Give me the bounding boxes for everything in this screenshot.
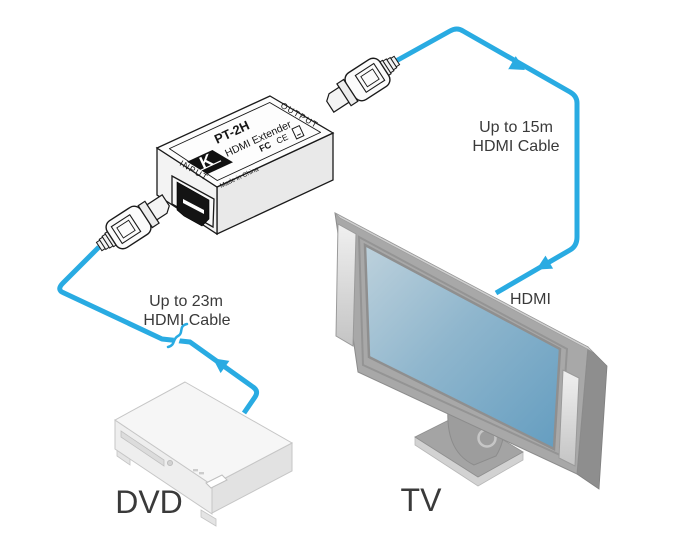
- input-hdmi-plug: [95, 194, 170, 252]
- kramer-logo-underline: [195, 160, 222, 174]
- dvd-control-mark: [193, 469, 198, 472]
- input-cable: [57, 245, 260, 415]
- output-hdmi-plug: [326, 55, 401, 113]
- plug-body-window: [110, 213, 142, 245]
- dvd-player: [114, 381, 294, 527]
- tv-right-speaker: [558, 369, 580, 467]
- hdmi-port-tongue: [183, 199, 204, 214]
- hdmi-input-port-opening: [176, 181, 210, 227]
- input-cable-length-label: Up to 23m: [149, 293, 223, 310]
- weee-mark-icon: [291, 124, 305, 140]
- output-cable: [394, 26, 580, 296]
- ce-mark: CE: [275, 132, 290, 146]
- input-cable-type-label: HDMI Cable: [143, 312, 230, 329]
- tv-display: [334, 212, 608, 490]
- output-cable-arrow-mid: [508, 56, 525, 70]
- cable-break-icon: [166, 322, 189, 349]
- output-cable-arrow-tv: [536, 255, 554, 270]
- fcc-mark: FC: [258, 139, 274, 153]
- plug-metal-tip: [326, 86, 350, 113]
- output-cable-type-label: HDMI Cable: [472, 138, 559, 155]
- plug-body-window-inner: [360, 68, 380, 88]
- hdmi-extender-device: [155, 95, 335, 236]
- tv-hdmi-connector-label: HDMI: [510, 291, 551, 308]
- plug-body-window-inner: [116, 219, 136, 239]
- dvd-label: DVD: [115, 484, 183, 520]
- dvd-power-button: [166, 459, 173, 466]
- dvd-disc-slot: [120, 430, 165, 467]
- plug-body-window: [354, 62, 386, 94]
- output-cable-length-label: Up to 15m: [479, 119, 553, 136]
- plug-metal-tip: [146, 194, 170, 221]
- tv-left-speaker: [335, 223, 357, 347]
- extender-label-border: [168, 102, 322, 181]
- tv-top-edge: [334, 212, 594, 353]
- kramer-logo-box: [187, 150, 233, 174]
- dvd-display-window: [205, 474, 228, 489]
- tv-screen: [363, 242, 562, 451]
- dvd-foot-front: [200, 509, 217, 527]
- tv-label: TV: [401, 482, 443, 518]
- dvd-control-mark2: [199, 472, 204, 475]
- input-cable-arrow: [212, 358, 230, 374]
- cable-break-gap: [170, 328, 183, 352]
